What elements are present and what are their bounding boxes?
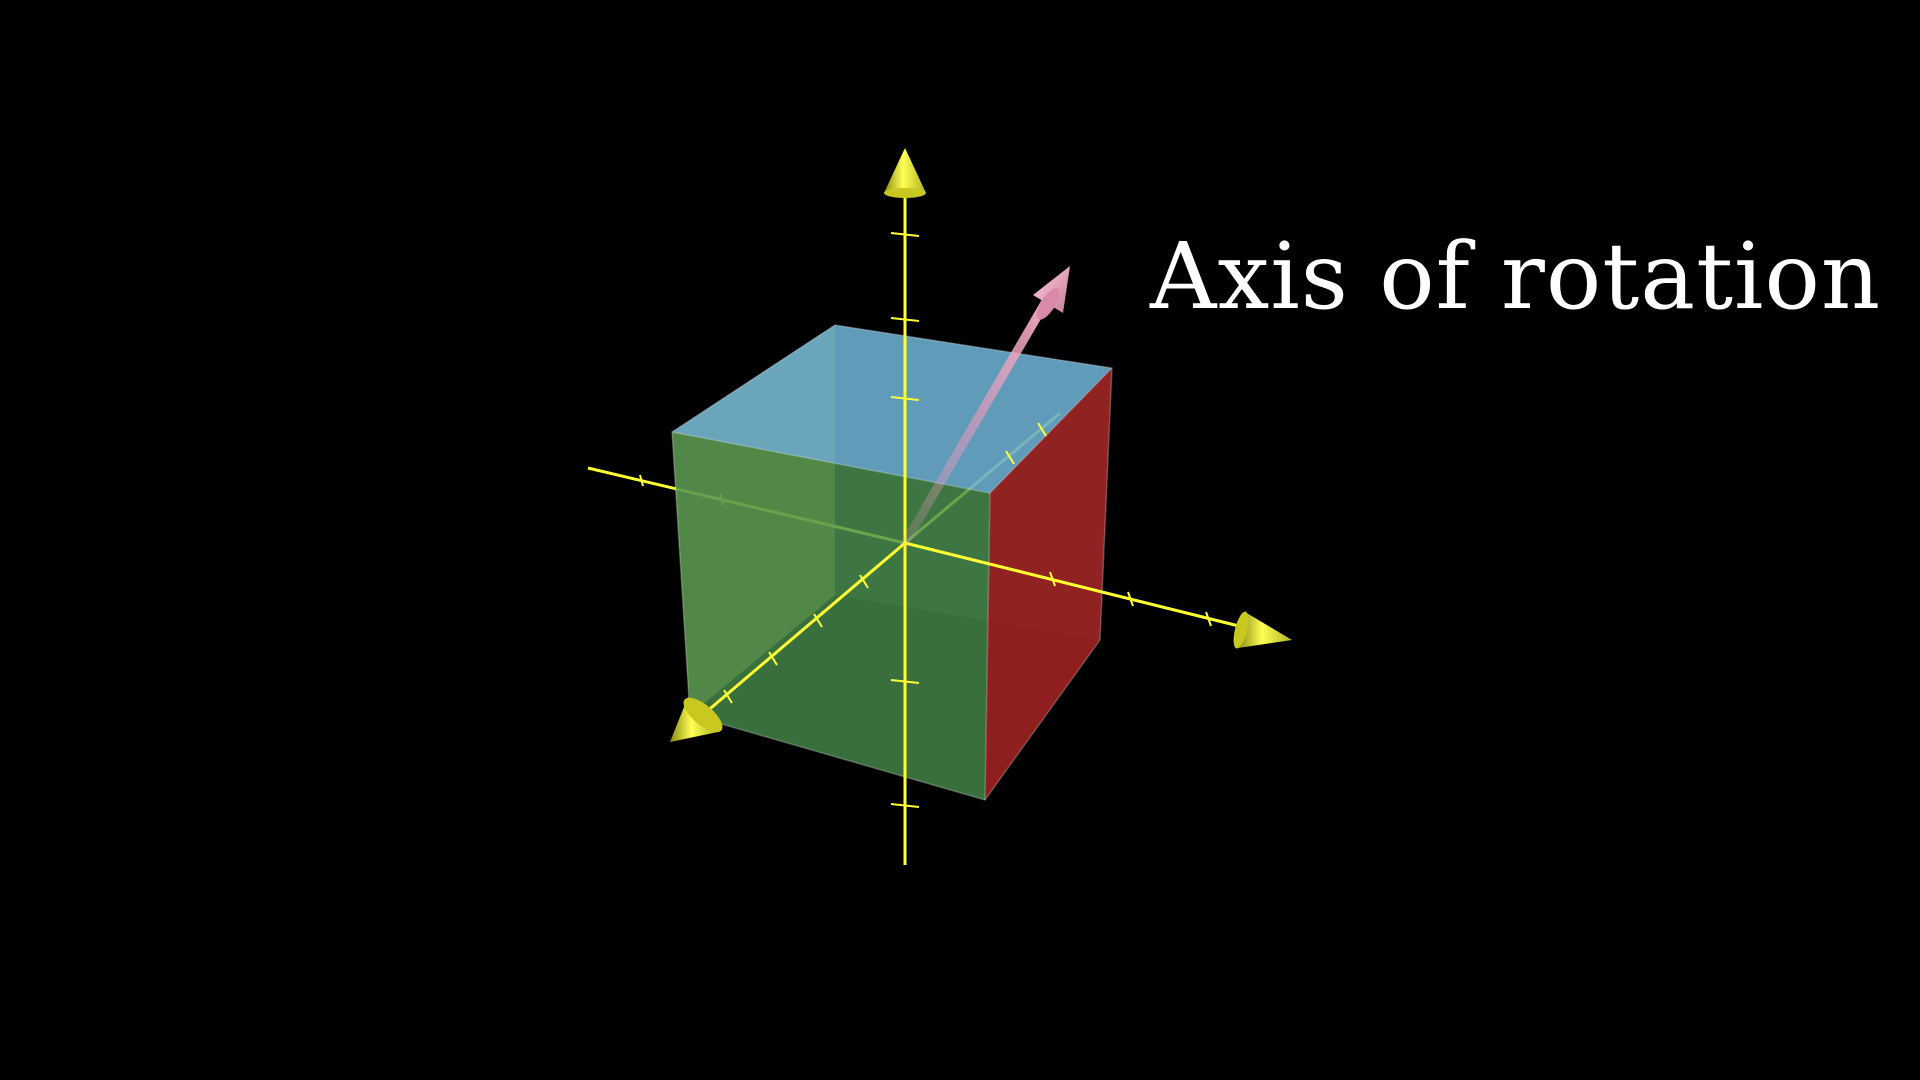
z-axis-front (704, 541, 906, 715)
rotation-axis-arrow (900, 266, 1070, 548)
y-axis-tip-icon (884, 148, 926, 193)
axis-tips (670, 148, 1292, 742)
x-axis-tip-base (1233, 611, 1249, 649)
x-axis-tip-icon (1238, 612, 1292, 648)
cube-top-face (672, 325, 1112, 493)
y-axis-ticks (890, 232, 920, 808)
rotation-axis-tip-base (1036, 288, 1060, 320)
y-axis-tip-base (884, 188, 926, 198)
cube-right-face (985, 368, 1112, 800)
x-axis-ticks (1049, 571, 1212, 627)
x-axis-positive (904, 541, 1256, 632)
rotation-axis-tip-icon (1033, 266, 1070, 313)
axes-front (670, 148, 1292, 865)
rotation-axis-shaft (900, 293, 1053, 548)
caption-label: Axis of rotation (1149, 223, 1881, 330)
cube-front-face (672, 432, 990, 800)
cube-edges (671, 324, 1114, 801)
z-axis-tip-base (683, 697, 723, 733)
z-axis-ticks (723, 422, 1047, 704)
